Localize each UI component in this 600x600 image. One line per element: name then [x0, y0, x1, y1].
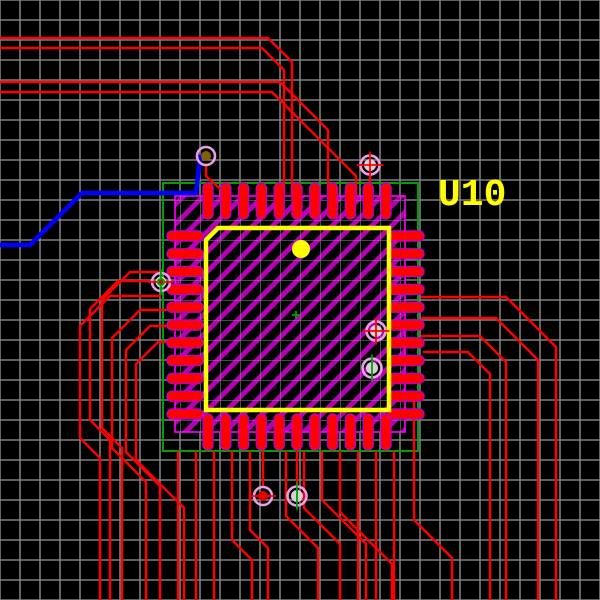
- top-layer-trace[interactable]: [420, 295, 558, 600]
- top-layer-trace[interactable]: [422, 350, 492, 600]
- top-layer-trace[interactable]: [88, 279, 151, 600]
- pad-left-8[interactable]: [166, 354, 204, 367]
- top-layer-trace[interactable]: [78, 294, 162, 600]
- top-layer-trace[interactable]: [248, 450, 270, 600]
- component-body-grid-overlay: [175, 196, 405, 432]
- courtyard-layer: [203, 225, 392, 413]
- top-layer-trace[interactable]: [420, 316, 540, 600]
- top-layer-trace[interactable]: [230, 450, 254, 600]
- pad-top-10[interactable]: [362, 182, 374, 220]
- pad-left-6[interactable]: [166, 319, 204, 331]
- via-below-left[interactable]: [250, 485, 276, 507]
- top-layer-trace[interactable]: [124, 324, 168, 600]
- pad-right-5[interactable]: [387, 301, 425, 313]
- top-layer-trace[interactable]: [100, 270, 162, 600]
- pad-left-11[interactable]: [166, 408, 204, 420]
- top-layer-trace[interactable]: [320, 450, 368, 600]
- silkscreen-outline: [162, 182, 419, 452]
- top-layer-trace[interactable]: [420, 334, 508, 600]
- pad-right-1[interactable]: [387, 230, 425, 242]
- vias-layer[interactable]: [148, 145, 390, 510]
- component-origin-marker: [292, 311, 300, 319]
- via-annular-ring: [195, 145, 217, 167]
- pad-bottom-1[interactable]: [202, 413, 214, 451]
- pad-top-4[interactable]: [255, 182, 268, 220]
- courtyard-outline: [203, 225, 392, 413]
- pad-top-7[interactable]: [309, 182, 321, 220]
- component-pads-layer[interactable]: [166, 182, 425, 451]
- via-left-edge[interactable]: [148, 269, 174, 295]
- pad-right-10[interactable]: [387, 390, 425, 402]
- pad-top-11[interactable]: [380, 182, 392, 220]
- pin1-marker-dot: [292, 240, 310, 258]
- top-layer-trace[interactable]: [0, 80, 330, 198]
- via-top-right[interactable]: [356, 151, 384, 179]
- pad-bottom-9[interactable]: [344, 413, 357, 451]
- via-drill: [201, 151, 211, 161]
- pad-top-9[interactable]: [344, 182, 357, 220]
- pad-bottom-4[interactable]: [255, 413, 268, 451]
- top-layer-trace[interactable]: [0, 36, 294, 198]
- pad-bottom-6[interactable]: [291, 413, 303, 451]
- pad-left-1[interactable]: [166, 230, 204, 242]
- pad-right-8[interactable]: [387, 354, 425, 367]
- pad-bottom-3[interactable]: [237, 413, 250, 451]
- pad-left-2[interactable]: [166, 248, 204, 260]
- pad-top-5[interactable]: [273, 182, 285, 220]
- bottom-layer-traces[interactable]: [0, 154, 203, 248]
- pad-bottom-8[interactable]: [326, 413, 339, 451]
- pad-bottom-2[interactable]: [220, 413, 232, 451]
- top-layer-trace[interactable]: [338, 450, 394, 600]
- top-layer-trace[interactable]: [0, 90, 358, 198]
- pad-top-1[interactable]: [202, 182, 214, 220]
- pad-top-3[interactable]: [237, 182, 250, 220]
- via-top-left-blue-net[interactable]: [195, 145, 217, 167]
- pad-bottom-7[interactable]: [309, 413, 321, 451]
- pad-right-3[interactable]: [387, 265, 425, 278]
- top-layer-trace[interactable]: [110, 308, 168, 600]
- pad-top-8[interactable]: [326, 182, 339, 220]
- top-layer-trace[interactable]: [134, 340, 186, 600]
- bottom-layer-trace[interactable]: [0, 154, 203, 248]
- pad-right-11[interactable]: [387, 408, 425, 420]
- pad-left-3[interactable]: [166, 265, 204, 278]
- pad-right-6[interactable]: [387, 319, 425, 331]
- reference-designator-label[interactable]: U10: [438, 174, 506, 217]
- via-inner-lower[interactable]: [361, 354, 383, 382]
- via-inner-upper[interactable]: [362, 317, 390, 345]
- pad-left-5[interactable]: [166, 301, 204, 313]
- top-layer-trace[interactable]: [0, 46, 286, 198]
- pad-right-4[interactable]: [387, 283, 425, 296]
- pad-left-4[interactable]: [166, 283, 204, 296]
- pad-top-6[interactable]: [291, 182, 303, 220]
- top-layer-trace[interactable]: [412, 400, 454, 600]
- pad-top-2[interactable]: [220, 182, 232, 220]
- via-inner-red: [159, 280, 163, 284]
- pad-bottom-5[interactable]: [273, 413, 285, 451]
- pad-left-9[interactable]: [166, 372, 204, 385]
- component-fab-outline-layer: [174, 195, 406, 433]
- pad-right-2[interactable]: [387, 248, 425, 260]
- pad-left-7[interactable]: [166, 337, 204, 349]
- top-layer-trace[interactable]: [302, 450, 342, 600]
- top-layer-traces[interactable]: [0, 36, 558, 600]
- pad-right-7[interactable]: [387, 337, 425, 349]
- pad-bottom-10[interactable]: [362, 413, 374, 451]
- silkscreen-layer: [162, 182, 419, 452]
- pad-bottom-11[interactable]: [380, 413, 392, 451]
- pad-right-9[interactable]: [387, 372, 425, 385]
- pad-left-10[interactable]: [166, 390, 204, 402]
- via-below-right[interactable]: [286, 482, 308, 510]
- top-layer-trace[interactable]: [284, 450, 320, 600]
